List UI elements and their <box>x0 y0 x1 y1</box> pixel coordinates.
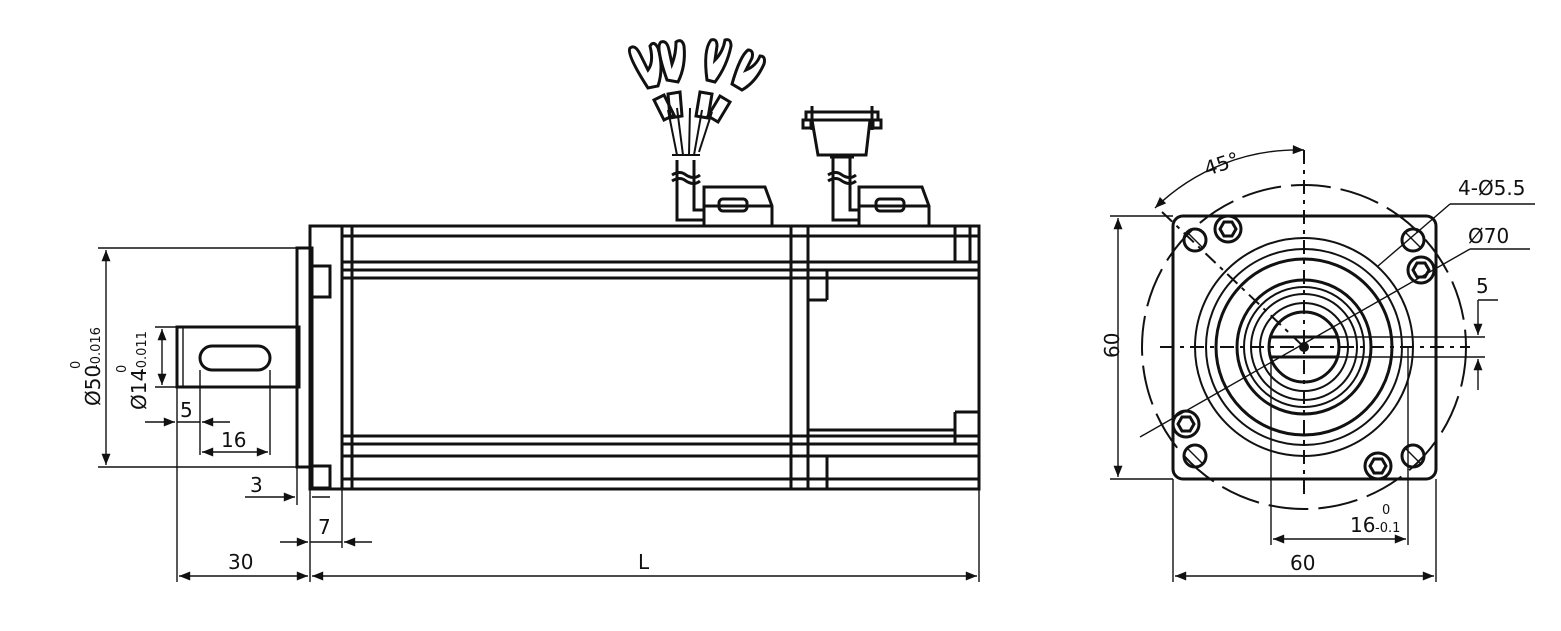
dim-holes-label: 4-Ø5.5 <box>1458 176 1526 200</box>
svg-text:16: 16 <box>1350 513 1375 537</box>
svg-text:-0.011: -0.011 <box>135 331 150 373</box>
dim-angle-label: 45° <box>1201 147 1242 181</box>
svg-text:-0.016: -0.016 <box>89 327 104 369</box>
power-cable <box>627 38 766 222</box>
mounting-holes <box>1182 227 1426 469</box>
flange-pilot <box>295 246 314 469</box>
dim-flange-diameter-label: Ø50 0 -0.016 <box>69 327 105 406</box>
front-view: 45° 4-Ø5.5 Ø70 5 60 60 16 0 -0.1 <box>1100 145 1535 582</box>
encoder-connector-housing <box>857 185 931 226</box>
svg-text:Ø14: Ø14 <box>127 369 151 410</box>
svg-text:0: 0 <box>115 365 130 373</box>
dim-flange-step-label: 3 <box>250 473 263 497</box>
dim-width-label: 60 <box>1290 551 1315 575</box>
dim-key-width-label: 5 <box>1476 274 1489 298</box>
encoder-cable <box>801 106 883 222</box>
shaft-key <box>198 344 272 372</box>
dim-key-length-label: 16 <box>221 428 246 452</box>
dim-bolt-circle-label: Ø70 <box>1468 224 1509 248</box>
side-dimensions <box>98 247 980 582</box>
motor-body <box>340 224 981 491</box>
power-connector-housing <box>702 185 774 226</box>
dim-flange-thickness-label: 7 <box>318 515 331 539</box>
dim-shaft-length-label: 30 <box>228 550 253 574</box>
dim-key-depth-label: 16 0 -0.1 <box>1350 503 1400 537</box>
dim-height-label: 60 <box>1100 333 1124 358</box>
svg-text:0: 0 <box>69 361 84 369</box>
dim-body-length-label: L <box>638 550 650 574</box>
svg-text:0: 0 <box>1382 503 1390 518</box>
flange <box>308 224 344 491</box>
svg-text:-0.1: -0.1 <box>1375 521 1400 536</box>
side-view: Ø50 0 -0.016 Ø14 0 -0.011 5 16 3 7 30 L <box>69 38 981 582</box>
hex-bolts <box>1171 214 1436 481</box>
svg-text:Ø50: Ø50 <box>81 365 105 406</box>
shaft <box>175 325 301 389</box>
dim-key-offset-label: 5 <box>180 398 193 422</box>
dim-shaft-diameter-label: Ø14 0 -0.011 <box>115 331 151 410</box>
